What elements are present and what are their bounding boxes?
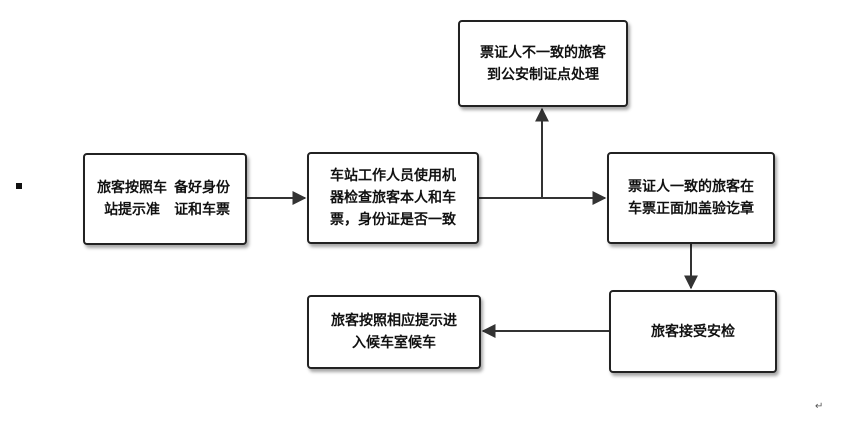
node-text: 备好身份证和车票: [174, 180, 231, 218]
paragraph-mark: ↵: [815, 401, 824, 412]
node-text: 车票正面加盖验讫章: [628, 201, 754, 217]
node-text: 票证人不一致的旅客: [480, 44, 606, 61]
node-enter-waiting-room: 旅客按照相应提示进 入候车室候车: [307, 295, 481, 369]
node-machine-check: 车站工作人员使用机 器检查旅客本人和车 票，身份证是否一致: [307, 152, 479, 244]
node-text: 票，身份证是否一致: [330, 212, 456, 228]
node-mismatch-police: 票证人不一致的旅客 到公安制证点处理: [458, 20, 628, 107]
node-text: 旅客按照车站提示准: [97, 180, 168, 218]
node-text: 票证人一致的旅客在: [628, 179, 754, 195]
node-text: 车站工作人员使用机: [330, 168, 456, 184]
node-text: 旅客按照相应提示进: [331, 313, 457, 329]
node-match-stamp: 票证人一致的旅客在 车票正面加盖验讫章: [607, 152, 775, 244]
node-text: 入候车室候车: [352, 335, 436, 351]
node-text: 器检查旅客本人和车: [330, 190, 456, 206]
node-text: 旅客接受安检: [651, 323, 735, 340]
list-bullet: [16, 183, 22, 189]
node-text: 到公安制证点处理: [487, 66, 599, 83]
node-prepare-id-ticket: 旅客按照车站提示准 备好身份证和车票: [83, 153, 247, 245]
node-security-check: 旅客接受安检: [609, 290, 777, 373]
